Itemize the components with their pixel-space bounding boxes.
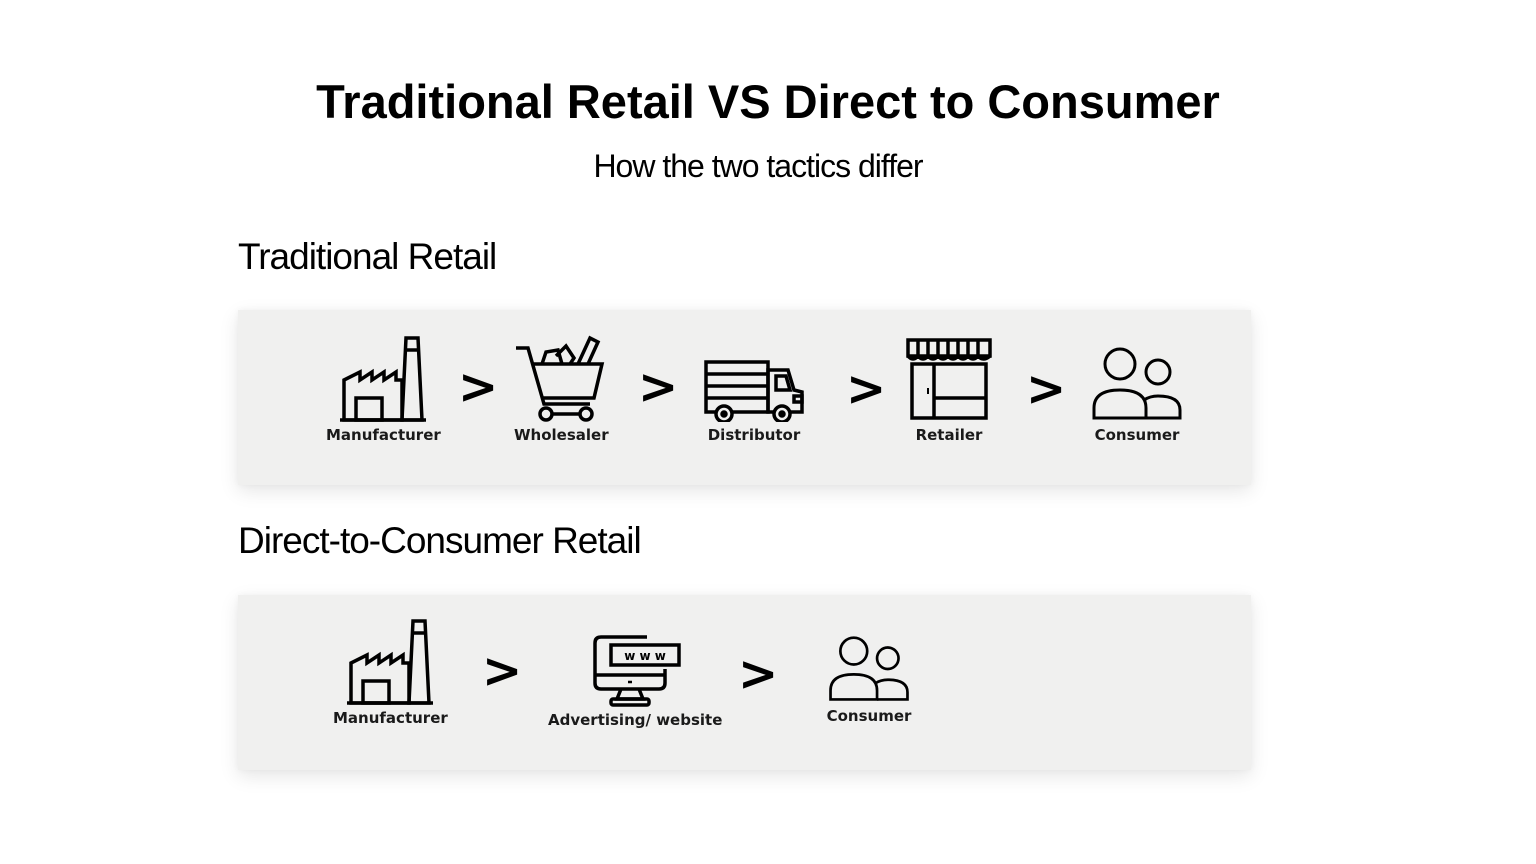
step-label: Consumer <box>1094 426 1180 444</box>
storefront-icon <box>906 338 992 420</box>
step-label: Manufacturer <box>326 426 441 444</box>
flow-step-advertising-website: w w w Advertising/ website <box>548 633 722 729</box>
computer-website-icon: w w w <box>593 635 681 707</box>
flow-arrow: > <box>738 646 779 702</box>
flow-arrow: > <box>482 643 523 699</box>
flow-arrow: > <box>846 361 887 417</box>
flow-step-distributor: Distributor <box>702 334 806 444</box>
users-icon <box>829 636 909 701</box>
flow-step-manufacturer: Manufacturer <box>326 334 441 444</box>
factory-icon <box>347 619 434 705</box>
dtc-flow-panel: Manufacturer > w w w Advertising/ websit… <box>238 595 1251 770</box>
step-label: Manufacturer <box>333 709 448 727</box>
step-label: Distributor <box>707 426 801 444</box>
page-title: Traditional Retail VS Direct to Consumer <box>316 75 1220 128</box>
flow-arrow: > <box>458 359 499 415</box>
flow-arrow: > <box>1026 361 1067 417</box>
www-text: w w w <box>624 649 666 663</box>
shopping-cart-icon <box>516 335 605 422</box>
flow-step-wholesaler: Wholesaler <box>514 334 609 444</box>
section-heading-dtc: Direct-to-Consumer Retail <box>238 520 642 561</box>
page-subtitle: How the two tactics differ <box>593 148 923 184</box>
traditional-flow-panel: Manufacturer > Wholesaler > <box>238 310 1251 485</box>
section-heading-traditional: Traditional Retail <box>238 236 497 277</box>
flow-step-consumer: Consumer <box>822 635 916 725</box>
step-label: Wholesaler <box>514 426 609 444</box>
step-label: Consumer <box>826 707 912 725</box>
step-label: Retailer <box>915 426 983 444</box>
flow-step-manufacturer: Manufacturer <box>333 617 448 727</box>
flow-step-consumer: Consumer <box>1090 346 1184 444</box>
users-icon <box>1092 347 1182 420</box>
step-label: Advertising/ website <box>548 711 723 729</box>
flow-step-retailer: Retailer <box>904 336 994 444</box>
truck-icon <box>704 360 804 422</box>
factory-icon <box>340 336 427 422</box>
flow-arrow: > <box>638 359 679 415</box>
